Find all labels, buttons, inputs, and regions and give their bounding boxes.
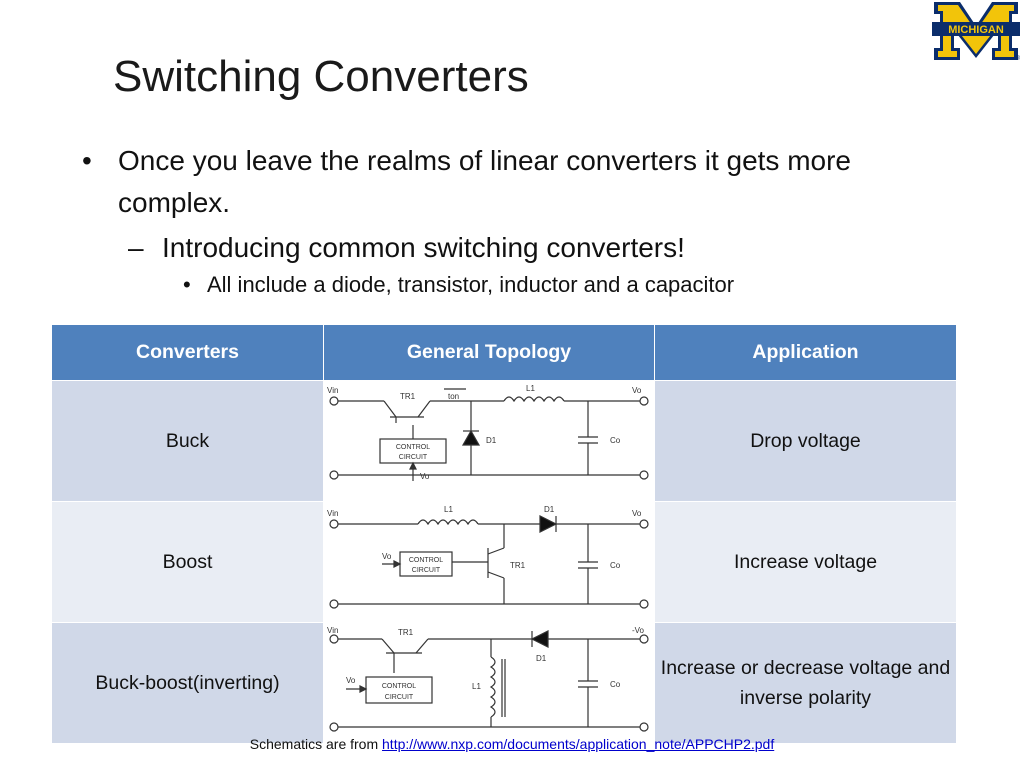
svg-text:Co: Co [610,561,621,570]
svg-text:L1: L1 [444,505,453,514]
table-row: Buck-boost(inverting) [51,622,957,744]
svg-text:Vo: Vo [632,509,642,518]
table-header-row: Converters General Topology Application [51,324,957,381]
converter-name: Buck-boost(inverting) [51,622,324,744]
buck-boost-schematic-cell: Vin TR1 D1 -Vo Vo CONTROL CIRCUIT L1 Co [323,622,655,744]
svg-text:ton: ton [448,392,459,401]
svg-text:D1: D1 [536,654,547,663]
svg-text:L1: L1 [472,682,481,691]
svg-text:Co: Co [610,680,621,689]
bullet-marker: • [183,272,191,297]
slide-title: Switching Converters [113,52,529,101]
bullet-list: • Once you leave the realms of linear co… [70,140,970,300]
boost-schematic-cell: Vin L1 D1 Vo Vo CONTROL CIRCUIT TR1 Co [323,501,655,623]
svg-text:Vo: Vo [632,386,642,395]
header-application: Application [654,324,957,381]
converter-name: Buck [51,380,324,502]
table-row: Buck [51,380,957,502]
svg-text:CONTROL: CONTROL [409,557,443,564]
svg-text:L1: L1 [526,384,535,393]
converter-name: Boost [51,501,324,623]
svg-text:CONTROL: CONTROL [396,444,430,451]
application-text: Drop voltage [654,380,957,502]
application-text: Increase voltage [654,501,957,623]
svg-text:-Vo: -Vo [632,626,645,635]
table-row: Boost [51,501,957,623]
sub-sub-bullet-text: All include a diode, transistor, inducto… [207,272,735,297]
buck-boost-schematic: Vin TR1 D1 -Vo Vo CONTROL CIRCUIT L1 Co [327,626,649,732]
buck-schematic-cell: Vin TR1 ton L1 Vo D1 Co CONTROL CIRCUIT … [323,380,655,502]
source-link[interactable]: http://www.nxp.com/documents/application… [382,736,775,752]
sub-sub-bullet-item: • All include a diode, transistor, induc… [70,270,970,300]
converters-table: Converters General Topology Application … [51,324,957,744]
bullet-marker: • [82,145,92,176]
header-converters: Converters [51,324,324,381]
buck-schematic: Vin TR1 ton L1 Vo D1 Co CONTROL CIRCUIT … [327,384,649,481]
svg-text:Vin: Vin [327,386,338,395]
svg-text:Vin: Vin [327,509,338,518]
header-general-topology: General Topology [323,324,655,381]
svg-text:MICHIGAN: MICHIGAN [948,24,1004,36]
application-text: Increase or decrease voltage and inverse… [654,622,957,744]
svg-text:Vo: Vo [346,676,356,685]
sub-bullet-text: Introducing common switching converters! [162,232,685,263]
sub-bullet-item: – Introducing common switching converter… [70,228,970,268]
svg-text:Co: Co [610,436,621,445]
michigan-logo: MICHIGAN ® [932,2,1021,62]
svg-text:D1: D1 [486,436,497,445]
svg-text:CIRCUIT: CIRCUIT [399,454,428,461]
boost-schematic: Vin L1 D1 Vo Vo CONTROL CIRCUIT TR1 Co [327,505,649,609]
footer-prefix: Schematics are from [249,736,383,752]
svg-text:Vo: Vo [420,472,430,481]
svg-text:CIRCUIT: CIRCUIT [385,694,414,701]
dash-marker: – [128,232,144,263]
svg-text:Vo: Vo [382,552,392,561]
bullet-text: Once you leave the realms of linear conv… [118,145,852,218]
bullet-item: • Once you leave the realms of linear co… [70,140,970,224]
svg-text:CIRCUIT: CIRCUIT [412,567,441,574]
svg-text:Vin: Vin [327,626,338,635]
svg-text:TR1: TR1 [510,561,526,570]
svg-text:TR1: TR1 [400,392,416,401]
svg-text:D1: D1 [544,505,555,514]
svg-text:CONTROL: CONTROL [382,683,416,690]
svg-text:®: ® [1016,55,1021,62]
footer-source: Schematics are from http://www.nxp.com/d… [0,736,1024,752]
svg-text:TR1: TR1 [398,628,414,637]
